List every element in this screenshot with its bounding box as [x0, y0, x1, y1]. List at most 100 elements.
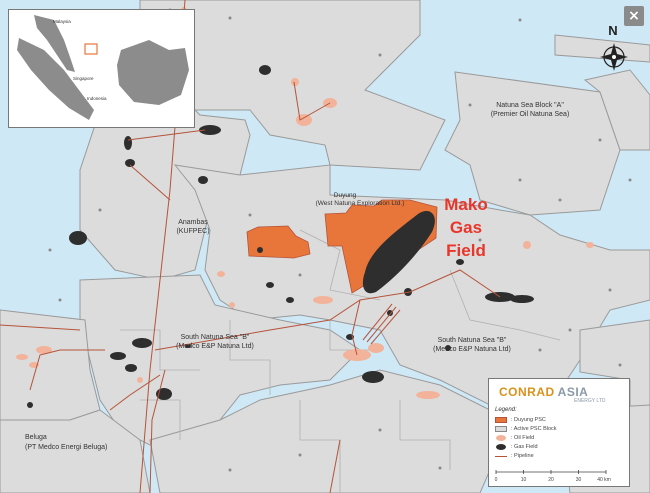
inset-borneo [117, 40, 189, 105]
pipeline [0, 324, 81, 331]
gas-field [110, 352, 126, 360]
oil-field [16, 354, 28, 360]
oil-field [36, 346, 52, 354]
gas-field-mako [362, 211, 435, 294]
scale-tick-0: 0 [495, 477, 498, 483]
legend-label: : Pipeline [511, 453, 534, 459]
legend-label: : Active PSC Block [511, 426, 557, 432]
gas-field [387, 310, 393, 316]
gas-field [69, 231, 87, 245]
mako-label-line3: Field [446, 241, 486, 260]
label-beluga-operator: (PT Medco Energi Beluga) [25, 444, 107, 451]
gas-field [266, 282, 274, 288]
inset-peninsula [34, 15, 75, 72]
label-snsb-east-name: South Natuna Sea "B" [438, 337, 507, 344]
inset-sumatra [17, 38, 94, 120]
pipeline [127, 129, 206, 141]
legend-swatch-oil [496, 435, 506, 441]
legend-item-duyung-psc: : Duyung PSC [495, 416, 546, 424]
scale-tick-10: 10 [521, 477, 527, 483]
scale-bar: 0 10 20 30 40 km [495, 470, 611, 483]
legend-swatch-gas [496, 444, 506, 450]
label-beluga-name: Beluga [25, 434, 47, 441]
label-anambas-name: Anambas [178, 219, 208, 226]
legend-label: : Gas Field [511, 444, 538, 450]
gas-field [27, 402, 33, 408]
label-natuna-a-operator: (Premier Oil Natuna Sea) [491, 111, 570, 118]
gas-field [124, 136, 132, 150]
label-natuna-a-name: Natuna Sea Block "A" [496, 102, 564, 109]
label-snsb-east-operator: (Medco E&P Natuna Ltd) [433, 346, 511, 353]
pipeline [329, 439, 341, 493]
legend-swatch-duyung [495, 417, 507, 423]
oil-field [368, 343, 384, 353]
gas-field [510, 295, 534, 303]
pipeline [109, 374, 161, 411]
gas-field [259, 65, 271, 75]
label-snsb-west-name: South Natuna Sea "B" [181, 334, 250, 341]
pipeline [129, 164, 171, 201]
gas-field [125, 364, 137, 372]
oil-field [416, 391, 440, 399]
oil-field [586, 242, 594, 248]
inset-label-malaysia: Malaysia [53, 19, 71, 24]
brand-part2: ASIA [557, 385, 589, 399]
label-snsb-west-operator: (Medco E&P Natuna Ltd) [176, 343, 254, 350]
legend-item-oil-field: : Oil Field [495, 434, 534, 442]
oil-field [313, 296, 333, 304]
block-south [149, 369, 501, 493]
legend-swatch-active [495, 426, 507, 432]
gas-field [257, 247, 263, 253]
pipeline [351, 299, 361, 356]
legend-item-active-psc: : Active PSC Block [495, 425, 557, 433]
pipeline [293, 81, 331, 121]
oil-field [291, 78, 299, 86]
gas-field [132, 338, 152, 348]
legend-label: : Duyung PSC [511, 417, 546, 423]
scale-tick-40: 40 km [597, 477, 611, 483]
mako-label-line2: Gas [450, 218, 482, 237]
mako-label-line1: Mako [444, 195, 487, 214]
gas-field [198, 176, 208, 184]
gas-field [456, 259, 464, 265]
oil-field [217, 271, 225, 277]
oil-field [523, 241, 531, 249]
compass-rose-icon [600, 43, 628, 71]
inset-map: Malaysia Singapore Indonesia [8, 9, 195, 128]
block-south-natuna-b-west [79, 274, 361, 451]
block-natuna-a [444, 71, 621, 216]
block-subdivisions [120, 229, 561, 493]
pipeline [29, 349, 105, 391]
gas-field [362, 371, 384, 383]
oil-field [296, 114, 312, 126]
scale-tick-20: 20 [548, 477, 554, 483]
close-button[interactable]: × [624, 6, 644, 26]
block-central [173, 164, 650, 411]
legend-title: Legend: [495, 407, 517, 413]
block-beluga [0, 409, 151, 493]
pipeline [149, 369, 166, 493]
gas-field [199, 125, 221, 135]
north-label: N [608, 23, 617, 38]
label-anambas-operator: (KUFPEC) [176, 228, 209, 235]
brand-sub: ENERGY LTD [574, 398, 606, 404]
legend-swatch-pipeline [495, 455, 507, 457]
scale-tick-30: 30 [576, 477, 582, 483]
pipeline [362, 303, 401, 345]
inset-area-box [84, 43, 98, 55]
label-duyung-operator: (West Natuna Exploration Ltd.) [316, 200, 405, 207]
brand-part1: CONRAD [499, 385, 555, 399]
inset-label-indonesia: Indonesia [87, 96, 107, 101]
gas-field [286, 297, 294, 303]
label-duyung-name: Duyung [334, 192, 357, 199]
legend-label: : Oil Field [511, 435, 535, 441]
block-natuna-a-east [583, 69, 650, 151]
gas-field [125, 159, 135, 167]
legend-item-gas-field: : Gas Field [495, 443, 538, 451]
block-northeast-strip [554, 34, 650, 63]
oil-field [229, 302, 235, 308]
oil-field [137, 377, 143, 383]
